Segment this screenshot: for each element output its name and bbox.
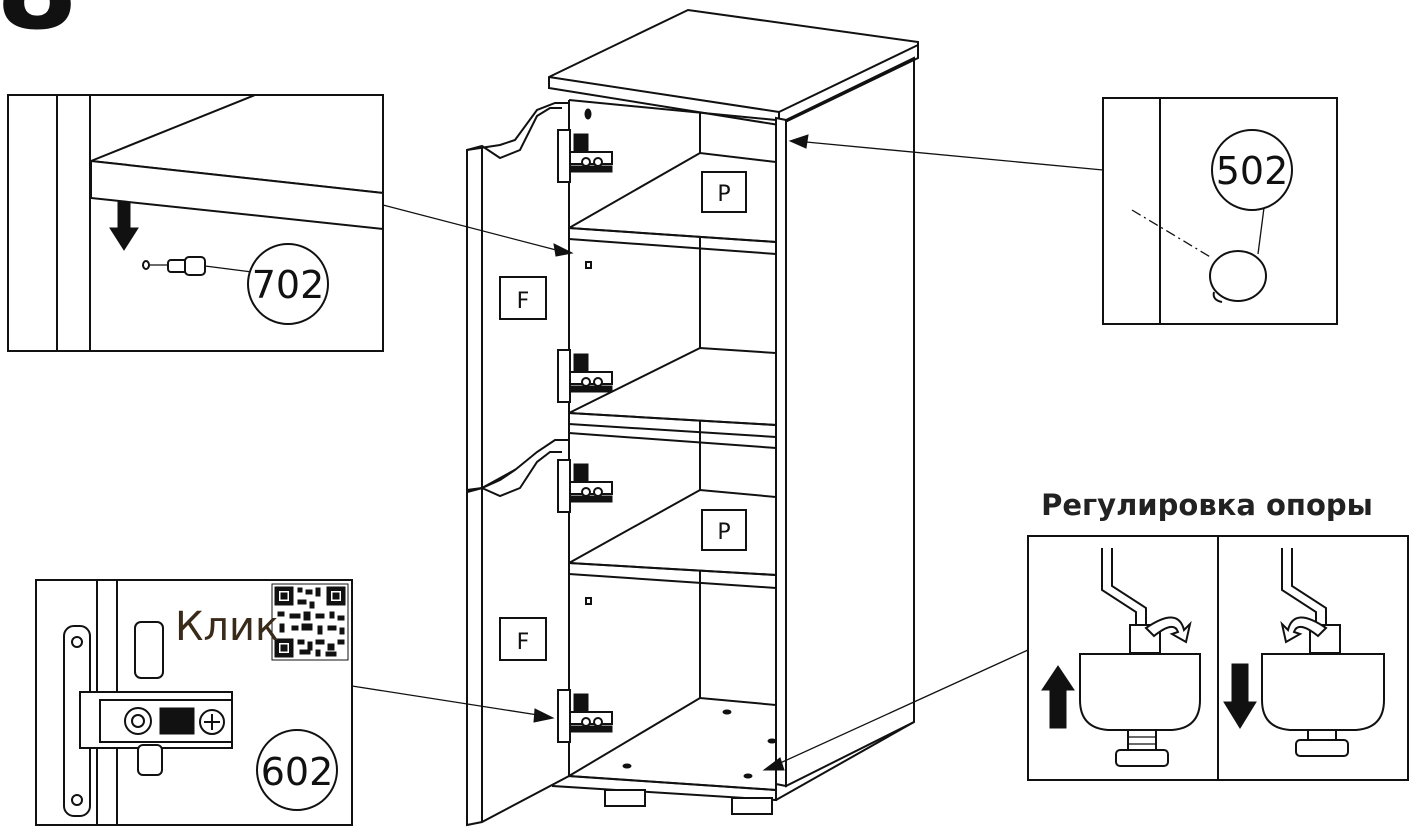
rotate-clockwise-icon — [1144, 616, 1192, 644]
svg-text:F: F — [517, 630, 530, 655]
adjust-lower — [1223, 548, 1385, 757]
detail-cap: 502 — [1102, 97, 1338, 325]
hinge — [557, 689, 613, 743]
hinge — [557, 129, 613, 183]
panel-label-shelf-bottom: P — [701, 509, 747, 551]
adjust-raise — [1041, 548, 1201, 767]
detail-adjustment — [1027, 535, 1409, 781]
hinge — [557, 349, 613, 403]
hinge — [557, 459, 613, 513]
arrow-up-icon — [1041, 665, 1075, 729]
step-number: 8 — [0, 0, 78, 56]
detail-hinge: Клик 602 — [35, 579, 353, 826]
svg-text:F: F — [517, 289, 530, 314]
svg-text:P: P — [717, 182, 730, 207]
rotate-counterclockwise-icon — [1280, 616, 1328, 644]
panel-label-door-top: F — [499, 276, 547, 320]
callout-702: 702 — [252, 263, 325, 307]
panel-label-shelf-top: P — [701, 171, 747, 213]
arrow-down-icon — [109, 201, 139, 251]
callout-502: 502 — [1216, 149, 1289, 193]
cabinet — [548, 8, 919, 815]
qr-code-icon — [271, 583, 349, 661]
arrow-down-icon — [1223, 663, 1257, 729]
callout-602: 602 — [261, 750, 334, 794]
detail-dowel: 702 — [7, 94, 384, 352]
hinge-overlay-text: Клик — [175, 604, 279, 650]
adjustment-title: Регулировка опоры — [1041, 488, 1373, 522]
svg-text:P: P — [717, 520, 730, 545]
panel-label-door-bottom: F — [499, 617, 547, 661]
